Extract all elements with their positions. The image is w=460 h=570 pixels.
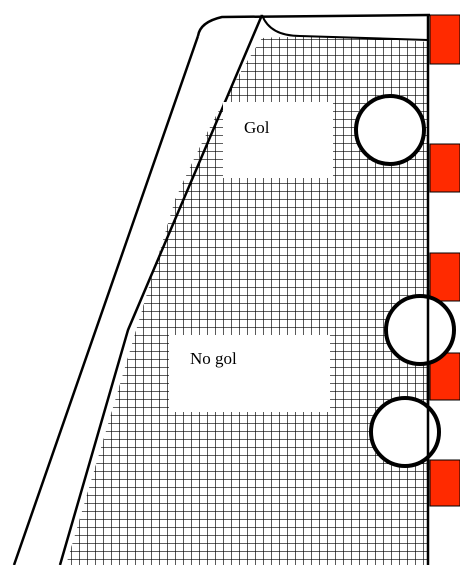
goal-net bbox=[66, 36, 428, 565]
gol-label: Gol bbox=[244, 118, 270, 137]
crossbar-curve bbox=[196, 13, 431, 37]
inner-post-line bbox=[58, 14, 264, 566]
post-stripe bbox=[429, 459, 460, 507]
net-top-curve bbox=[261, 14, 429, 41]
outer-frame-line bbox=[12, 35, 200, 566]
post-stripe bbox=[429, 14, 460, 65]
gol-label-box: Gol bbox=[223, 102, 333, 178]
ball-on-line bbox=[384, 294, 456, 366]
ball-on-line bbox=[369, 396, 441, 468]
ball-in-goal bbox=[354, 94, 426, 166]
balls bbox=[354, 94, 456, 470]
no-gol-label: No gol bbox=[190, 349, 237, 368]
no-gol-label-box: No gol bbox=[169, 335, 330, 412]
goal-post bbox=[426, 14, 460, 565]
post-stripe bbox=[429, 252, 460, 302]
post-stripe bbox=[429, 143, 460, 193]
